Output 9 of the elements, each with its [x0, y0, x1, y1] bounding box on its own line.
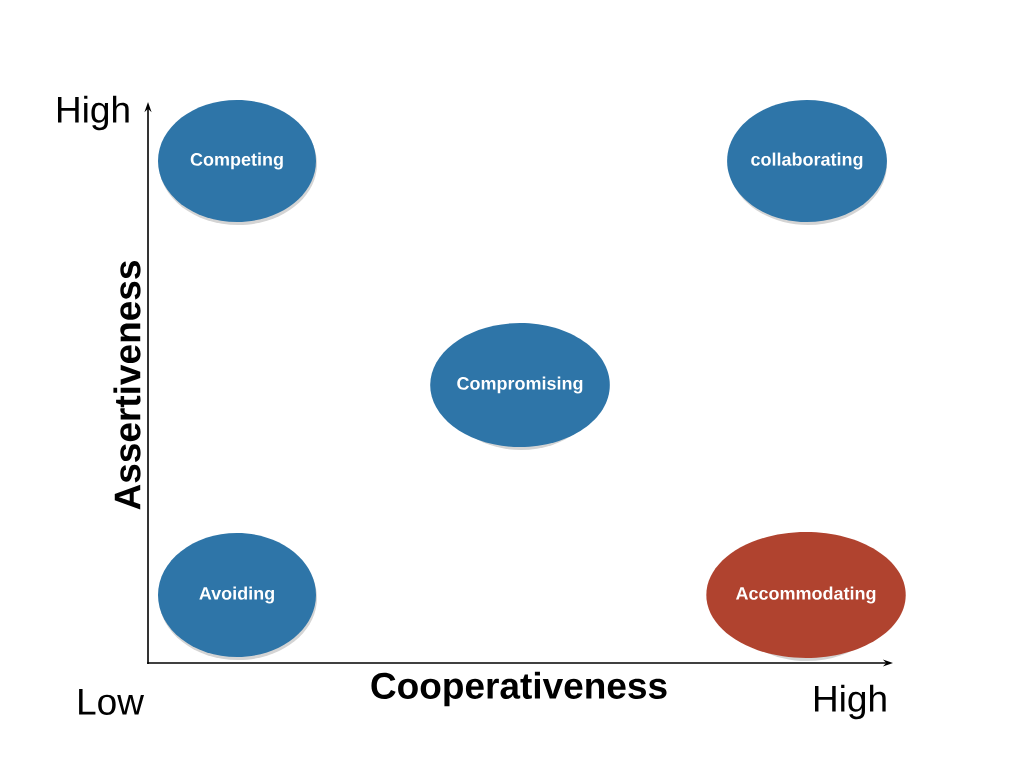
- axis-title: Assertiveness: [113, 261, 141, 510]
- ellipse-node: Accommodating: [706, 532, 906, 661]
- scale-label: High: [58, 95, 129, 131]
- ellipse-node: Avoiding: [158, 533, 317, 660]
- ellipse-node: collaborating: [727, 100, 887, 225]
- ellipse-node: Competing: [158, 100, 317, 225]
- ellipse-node: Compromising: [430, 323, 610, 450]
- scale-label: Low: [79, 689, 144, 715]
- axis-title: Cooperativeness: [371, 671, 667, 707]
